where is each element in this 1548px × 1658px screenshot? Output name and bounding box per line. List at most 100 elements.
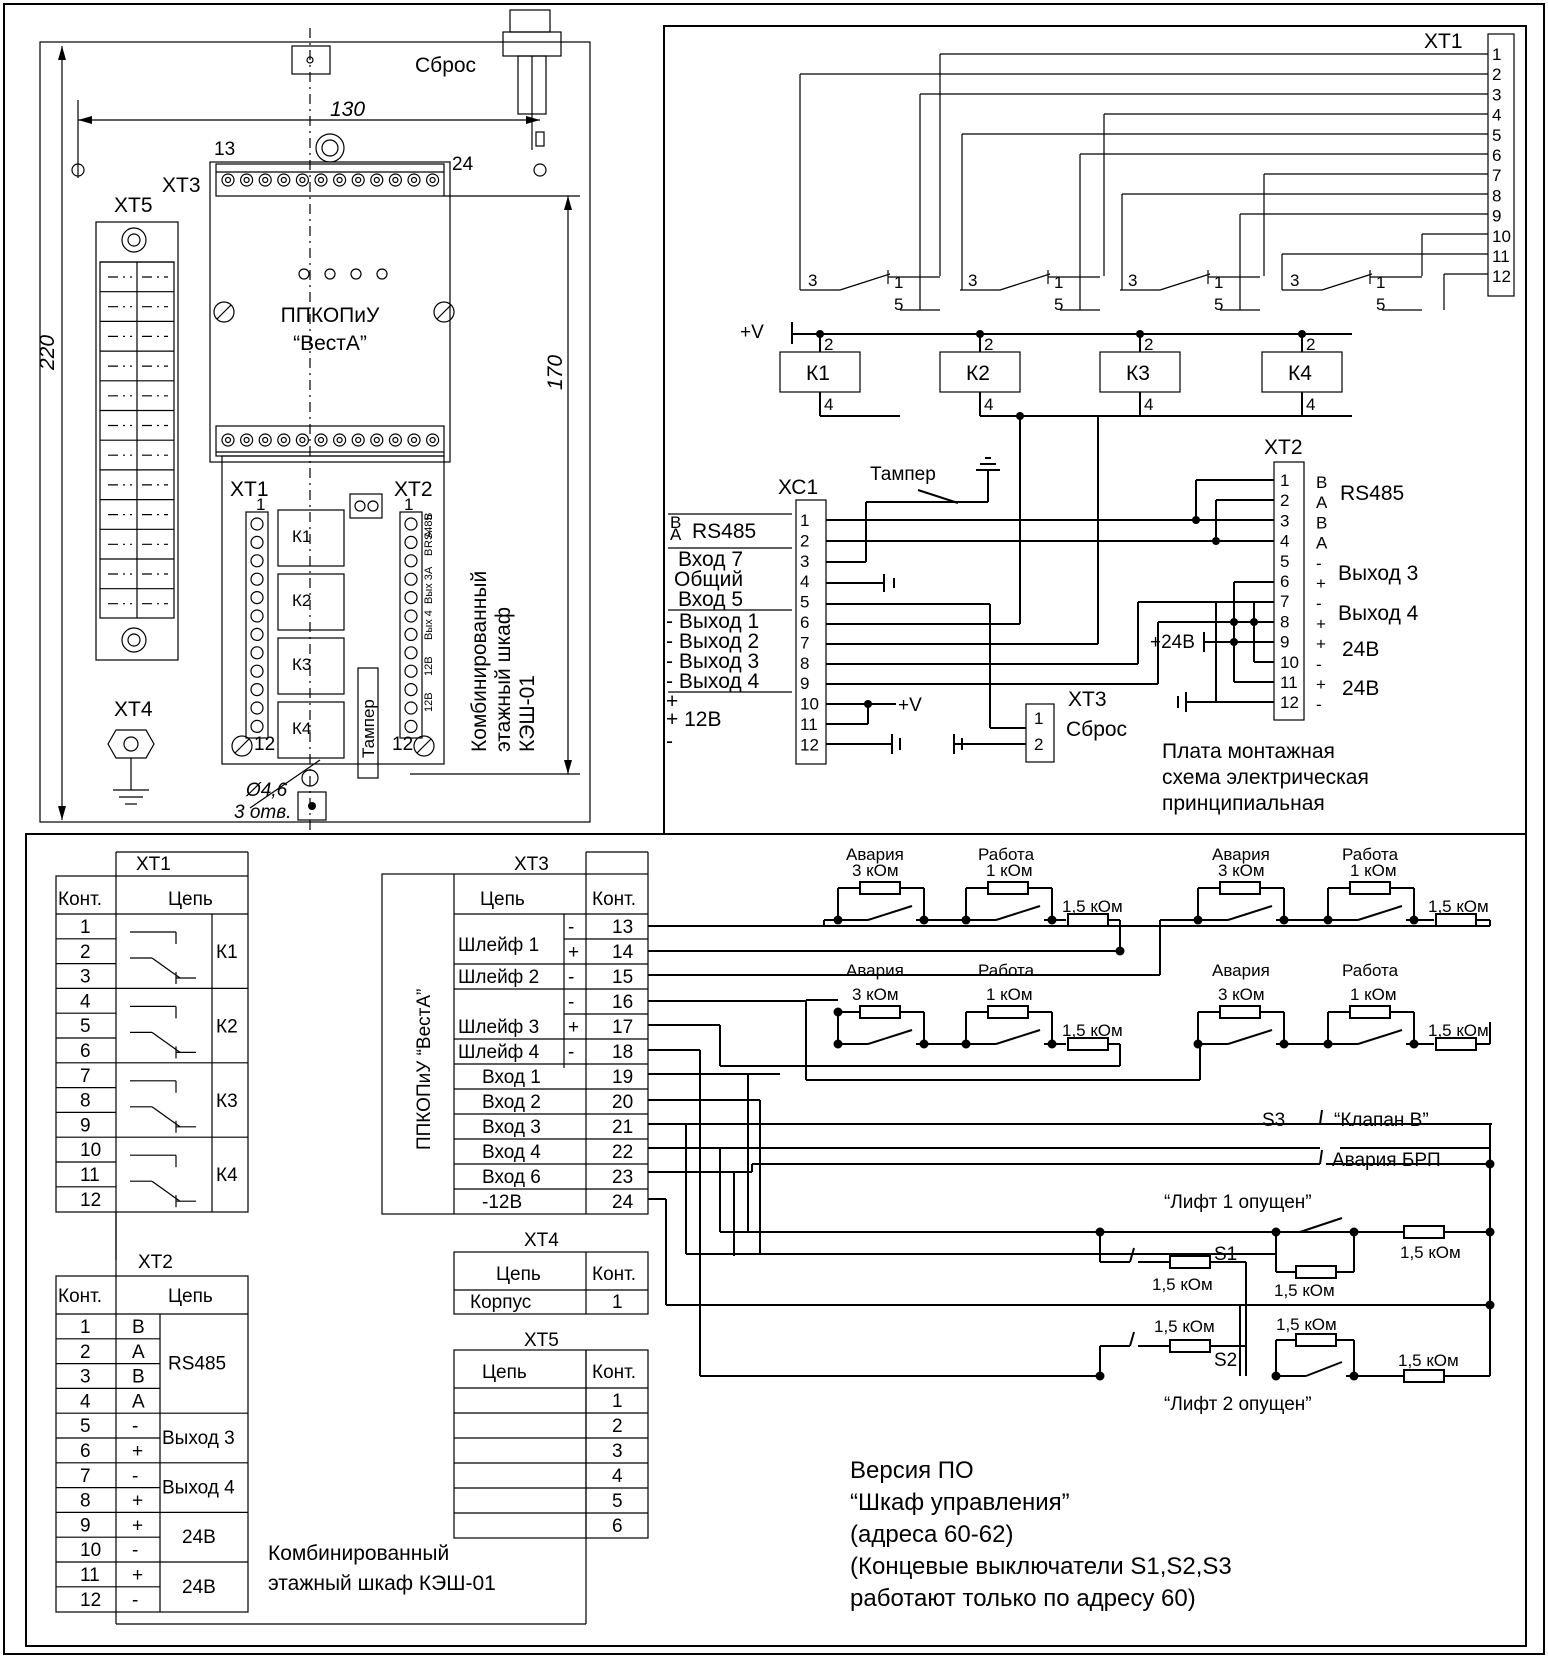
loop-label: Работа [1342,961,1399,980]
xc1-left-label: Вход 7 [678,548,743,571]
board-screw [250,609,264,623]
relay-pin-4: 4 [824,395,833,414]
xt4-col-cont: Конт. [592,1264,636,1285]
terminal-screw [407,173,421,187]
xc1-pin: 7 [800,633,809,652]
board-screw [404,701,418,715]
loop-resistor [859,881,901,895]
xt3-table-circuit: Вход 1 [482,1067,541,1088]
mounting-board: ХТ1 1 ХТ2 1 К1 К2 К3 К4 Тампер 12 1 [221,455,539,779]
xc1-pin: 12 [800,735,819,754]
board-screw [404,554,418,568]
loop-label: 1,5 кОм [1428,897,1489,916]
xt2-side-mark: - [1316,594,1322,613]
xc1-pin: 10 [800,695,819,714]
relay-contact-pin: 5 [1376,295,1385,314]
xt3-label: ХТ3 [162,174,201,197]
xt4-pin: 1 [612,1292,623,1313]
terminal-screw [388,433,402,447]
xc1-left-label: Вход 5 [678,588,743,611]
junction [833,1039,843,1049]
xt2-table-mark: В [132,1367,145,1388]
board-xt1-pin12: 12 [254,734,275,755]
xc1-left-label: - Выход 2 [666,630,759,653]
vertical-title-2: этажный шкаф [492,607,515,752]
xt2-table-mark: А [132,1342,145,1363]
xt3-table-circuit: Вход 6 [482,1167,541,1188]
junction [1115,946,1125,956]
xt2-side-mark: - [1316,695,1322,714]
dim-220: 220 [36,335,59,371]
xt2-table-mark: + [132,1515,143,1536]
xt2-table-pin: 5 [80,1416,91,1437]
junction [1485,1159,1495,1169]
terminal-screw [351,173,365,187]
board-tamper: Тампер [359,699,378,758]
xc1-pin: 11 [800,715,818,734]
loop-label: 1,5 кОм [1428,1021,1489,1040]
xt2-side-mark: А [1316,534,1328,553]
vertical-title-3: КЭШ-01 [516,675,539,752]
xt2-side-mark: + [1316,635,1326,654]
xt2-col-circuit: Цепь [168,1286,213,1307]
xt2-table-mark: - [132,1590,138,1611]
relay-contact-pin: 1 [1214,273,1223,292]
xt5-table-pin: 4 [612,1466,623,1487]
xt3-table-pin: 16 [612,992,633,1013]
xt4-table-title: ХТ4 [524,1230,559,1251]
version-line-3: (адреса 60-62) [850,1521,1013,1548]
xc1-left-label: - Выход 3 [666,650,759,673]
xt1-table-pin: 4 [80,991,91,1012]
xt2-table-pin: 2 [80,1342,91,1363]
xc1-left-label: + [666,690,678,713]
xt3-col-cont: Конт. [592,889,636,910]
reset-button-drawing [502,9,562,150]
junction [1193,1039,1203,1049]
xt1-pin: 4 [1492,106,1501,125]
device-name: ППКОПиУ [281,304,380,327]
terminal-screw [277,173,291,187]
board-screw [250,590,264,605]
xt2-pin: 6 [1280,572,1289,591]
xt1-pin: 5 [1492,126,1501,145]
xt3-table-pin: 20 [612,1092,633,1113]
loop-label: 1 кОм [1350,985,1397,1004]
loop-label: 1 кОм [986,861,1033,880]
xt3-table-pin: 14 [612,942,634,963]
xt3-col-circuit: Цепь [480,889,525,910]
xc1-left-label: А [670,525,682,544]
xt1-table-pin: 10 [80,1140,101,1161]
xt2-small-label: Вых 3 [423,574,435,604]
xt1-table-pin: 8 [80,1091,91,1112]
relay-contact-pin: 5 [1214,295,1223,314]
board-xt2-pin1: 1 [404,495,413,514]
xt2-pin: 11 [1280,673,1298,692]
ppkop-device: ППКОПиУ “ВестА” 13 24 ХТ3 [162,133,474,463]
terminal-screw [258,173,272,187]
xt3-table-pin: 17 [612,1017,633,1038]
xc1-pin: 1 [800,511,809,530]
xt2-pin: 10 [1280,653,1299,672]
terminal-screw [314,173,328,187]
s1-label: S1 [1214,1244,1237,1265]
relay-pin-2: 2 [1306,335,1315,354]
loop-label: 1,5 кОм [1062,897,1123,916]
xt5-table-pin: 1 [612,1391,623,1412]
terminal-screw [407,433,421,447]
xt4-label: ХТ4 [114,698,153,721]
s2-resistor [1169,1339,1211,1353]
xt2-small-label: В [423,549,435,556]
relay-label: К1 [806,362,830,385]
xt3-table-sign: + [568,942,579,963]
xt3-table-pin: 21 [612,1117,633,1138]
loop-label: 1 кОм [1350,861,1397,880]
version-line-1: Версия ПО [850,1457,974,1484]
xc1-title: ХС1 [778,476,818,499]
xt2-24v-a: 24В [1342,638,1379,661]
terminal-screw [221,173,235,187]
pin-24-label: 24 [452,154,474,175]
loop-resistor [987,881,1029,895]
xt2-small-label: Вых 4 [423,610,435,640]
xt2-table-group: 24В [182,1577,216,1598]
